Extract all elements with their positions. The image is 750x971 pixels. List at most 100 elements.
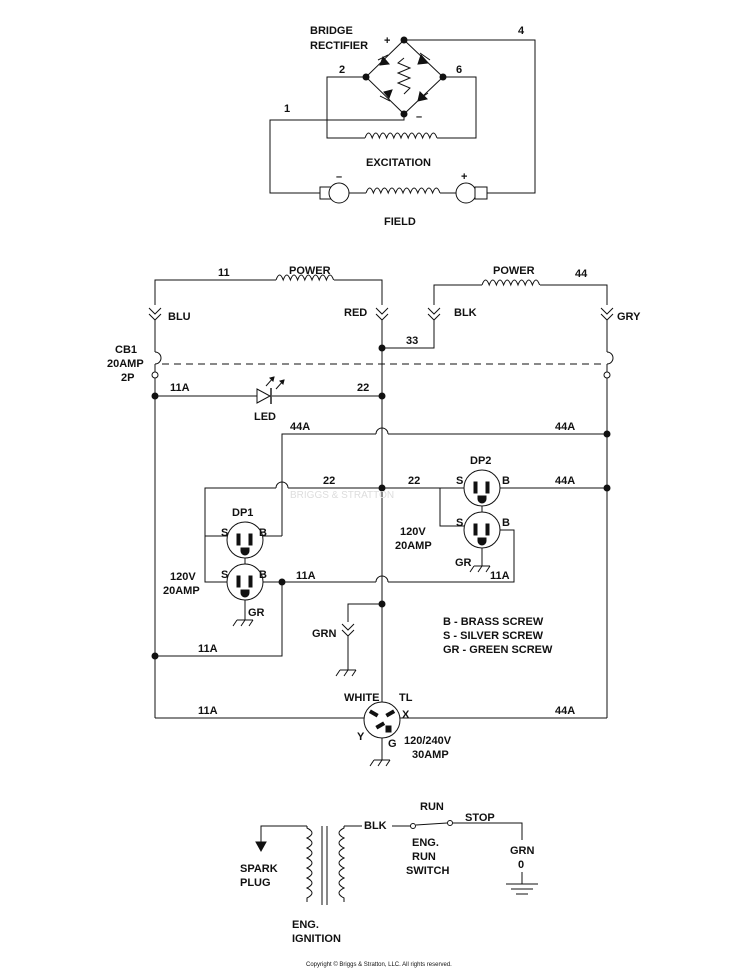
dp1-label: DP1 (232, 507, 253, 519)
wire-33-label: 33 (406, 335, 418, 347)
field-brush-positive (455, 182, 488, 204)
wire-44a-left-label: 44A (290, 421, 310, 433)
field-label: FIELD (384, 216, 416, 228)
white-label: WHITE (344, 692, 379, 704)
wire-22-led-label: 22 (357, 382, 369, 394)
bridge-rectifier-label-1: BRIDGE (310, 25, 353, 37)
dp1-gr-label: GR (248, 607, 265, 619)
dp1-receptacle-lower (226, 563, 264, 601)
wire-11a-led-label: 11A (170, 382, 190, 394)
ignition-coil (305, 826, 346, 905)
dp1-s-label: S (221, 527, 228, 539)
twist-rating-label-1: 120/240V (404, 735, 452, 747)
eng-run-switch (410, 820, 453, 829)
wire-22-dp1-label: 22 (323, 475, 335, 487)
wire-44-top-label: 44 (575, 268, 588, 280)
dp2-gr-label: GR (455, 557, 472, 569)
spark-plug-label-2: PLUG (240, 877, 271, 889)
twist-rating-label-2: 30AMP (412, 749, 449, 761)
ign-blk-label: BLK (364, 820, 387, 832)
rectifier-plus-label: + (384, 35, 390, 47)
grn-label: GRN (312, 628, 337, 640)
connector-gry (600, 307, 614, 321)
dp1-s2-label: S (221, 569, 228, 581)
rectifier-minus-label: – (416, 111, 422, 123)
blu-label: BLU (168, 311, 191, 323)
ign-grn-label: GRN (510, 845, 535, 857)
power-winding-right (481, 279, 541, 287)
dp2-receptacle-upper (463, 469, 501, 507)
led-label: LED (254, 411, 276, 423)
dp2-s2-label: S (456, 517, 463, 529)
wire-44a-dp2-label: 44A (555, 475, 575, 487)
legend-green: GR - GREEN SCREW (443, 644, 553, 656)
power-left-label: POWER (289, 265, 331, 277)
watermark-text: BRIGGS & STRATTON (290, 490, 394, 501)
g-label: G (388, 738, 397, 750)
wire-6-label: 6 (456, 64, 462, 76)
wire-11a-dp2-label: 11A (490, 570, 510, 582)
cb1-label-2: 20AMP (107, 358, 144, 370)
dp2-b-label: B (502, 475, 510, 487)
exciter-circuit: BRIDGE RECTIFIER + – 4 2 6 EXCITATION 1 … (269, 25, 536, 228)
ground-symbol (506, 872, 538, 895)
field-minus-label: – (336, 171, 342, 183)
power-winding-left (275, 274, 335, 282)
dp2-b2-label: B (502, 517, 510, 529)
legend-brass: B - BRASS SCREW (443, 616, 544, 628)
dp2-rating-label-2: 20AMP (395, 540, 432, 552)
dp2-receptacle-lower (463, 511, 501, 549)
run-label: RUN (420, 801, 444, 813)
wire-4-label: 4 (518, 25, 525, 37)
tl-label: TL (399, 692, 413, 704)
wire-44a-right-label: 44A (555, 421, 575, 433)
spark-plug-label-1: SPARK (240, 863, 278, 875)
ign-zero-label: 0 (518, 859, 524, 871)
wire-11a-bottom-label: 11A (198, 705, 218, 717)
field-brush-negative (319, 182, 350, 204)
twist-lock-receptacle (363, 701, 401, 739)
stop-label: STOP (465, 812, 495, 824)
gry-label: GRY (617, 311, 641, 323)
eng-ignition-label-2: IGNITION (292, 933, 341, 945)
wire-11-label: 11 (218, 267, 230, 279)
excitation-coil (364, 132, 438, 140)
excitation-label: EXCITATION (366, 157, 431, 169)
dp2-s-label: S (456, 475, 463, 487)
dp1-b-label: B (259, 527, 267, 539)
power-circuit: 11 POWER POWER 44 BLU RED BLK GRY (107, 265, 641, 767)
cb1-label-3: 2P (121, 372, 134, 384)
led-indicator (256, 376, 285, 404)
field-plus-label: + (461, 171, 467, 183)
dp2-rating-label-1: 120V (400, 526, 426, 538)
dp2-label: DP2 (470, 455, 491, 467)
x-label: X (402, 709, 410, 721)
y-label: Y (357, 731, 365, 743)
wire-11a-lower-label: 11A (198, 643, 218, 655)
power-right-label: POWER (493, 265, 535, 277)
eng-run-switch-label-3: SWITCH (406, 865, 449, 877)
bridge-rectifier-label-2: RECTIFIER (310, 40, 368, 52)
blk-label: BLK (454, 307, 477, 319)
dp1-rating-label-2: 20AMP (163, 585, 200, 597)
copyright-footer: Copyright © Briggs & Stratton, LLC. All … (306, 961, 452, 968)
wire-2-label: 2 (339, 64, 345, 76)
red-label: RED (344, 307, 367, 319)
wire-11a-dp1-label: 11A (296, 570, 316, 582)
field-coil (365, 187, 441, 195)
circuit-breaker-cb1 (151, 320, 614, 379)
eng-run-switch-label-1: ENG. (412, 837, 439, 849)
connector-red (375, 307, 389, 321)
cb1-label-1: CB1 (115, 344, 137, 356)
connector-blu (148, 307, 162, 321)
ignition-circuit: SPARK PLUG BLK RUN STOP ENG. RUN SWITCH … (240, 801, 538, 945)
eng-run-switch-label-2: RUN (412, 851, 436, 863)
eng-ignition-label-1: ENG. (292, 919, 319, 931)
dp1-rating-label-1: 120V (170, 571, 196, 583)
wire-22-dp2-label: 22 (408, 475, 420, 487)
connector-blk (427, 307, 441, 321)
wire-1-label: 1 (284, 103, 290, 115)
wire-44a-bottom-label: 44A (555, 705, 575, 717)
dp1-receptacle-upper (226, 521, 264, 559)
